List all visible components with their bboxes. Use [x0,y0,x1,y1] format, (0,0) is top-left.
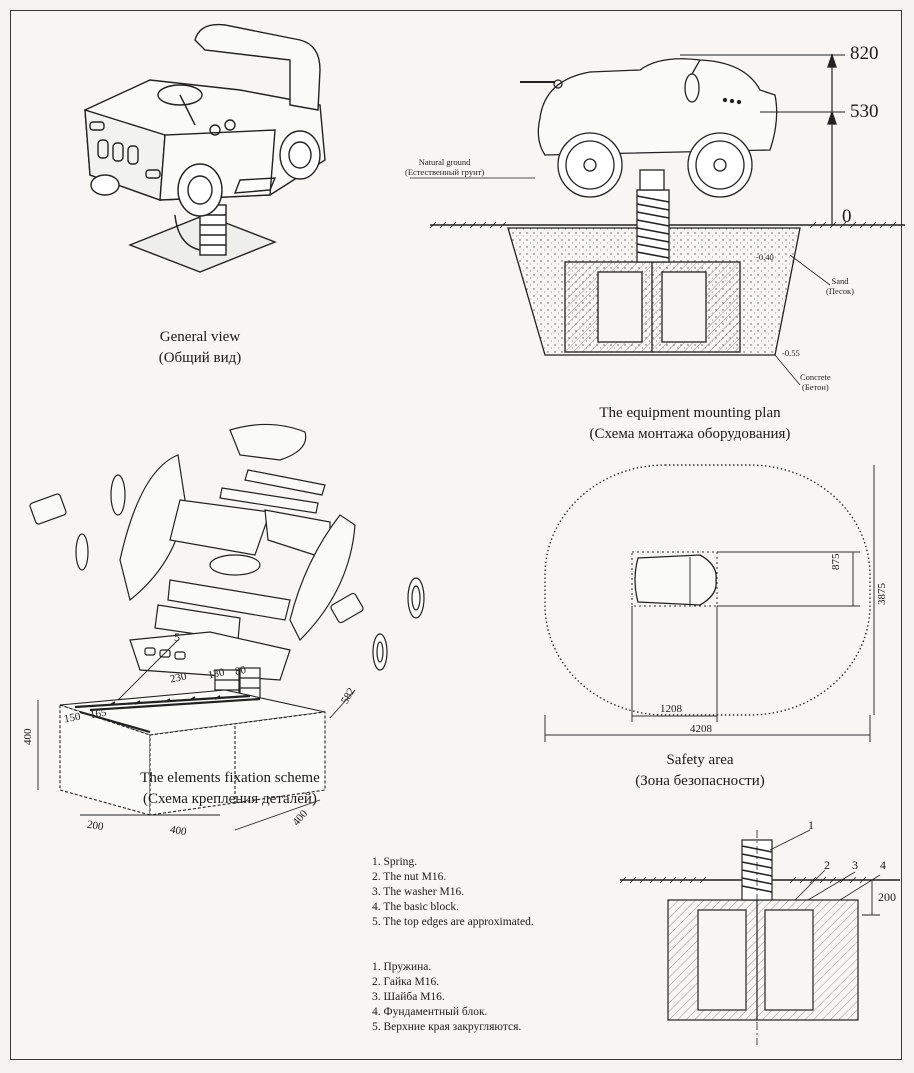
concrete-en: Concrete [800,372,831,382]
general-view-car [84,23,326,273]
natural-ground-ru: (Естественный грунт) [405,167,485,177]
safety-area-caption: Safety area (Зона безопасности) [600,750,800,792]
note-ru-4: 4. Фундаментный блок. [372,1006,488,1018]
safety-dim-875: 875 [830,553,842,571]
sand-ru: (Песок) [826,286,854,296]
natural-ground-en: Natural ground [418,157,471,167]
safety-dim-1208: 1208 [660,703,682,715]
general-view-caption: General view (Общий вид) [120,327,280,369]
safety-dim-3875: 3875 [876,583,888,605]
foundation-dim-200: 200 [86,818,105,834]
sand-label: Sand (Песок) [826,276,854,296]
foundation-block [37,639,356,831]
sand-en: Sand [831,276,849,286]
note-ru-1: 1. Пружина. [372,961,432,973]
notes-russian: 1. Пружина. 2. Гайка М16. 3. Шайба М16. … [372,960,521,1035]
safety-area-title-en: Safety area [666,752,734,768]
foundation-dim-400-side: 400 [22,728,34,746]
note-ru-3: 3. Шайба М16. [372,991,445,1003]
safety-dim-4208: 4208 [690,723,712,735]
note-en-3: 3. The washer M16. [372,886,465,898]
mounting-plan-title-ru: (Схема монтажа оборудования) [589,426,791,442]
height-0-label: 0 [842,206,852,227]
foundation-dim-400-front: 400 [169,823,188,839]
section-dim-200: 200 [878,890,896,904]
section-callout-1: 1 [808,818,814,832]
safety-area-drawing [544,464,875,742]
section-callout-2: 2 [824,858,830,872]
natural-ground-label: Natural ground (Естественный грунт) [405,157,484,177]
section-callout-4: 4 [880,858,886,872]
concrete-label: Concrete (Бетон) [800,372,831,392]
concrete-ru: (Бетон) [801,382,829,392]
height-820-label: 820 [850,43,879,64]
note-ru-5: 5. Верхние края закругляются. [372,1021,522,1033]
general-view-title-en: General view [159,329,241,345]
note-en-2: 2. The nut M16. [372,871,447,883]
mounting-plan-title-en: The equipment mounting plan [599,405,781,421]
mounting-plan-caption: The equipment mounting plan (Схема монта… [535,403,845,445]
height-530-label: 530 [850,101,879,122]
foundation-dim-80: 80 [233,663,248,679]
mounting-plan [410,52,905,386]
foundation-callout-5: 5 [174,630,180,644]
note-en-5: 5. The top edges are approximated. [372,916,534,928]
fixation-scheme-title-en: The elements fixation scheme [140,770,320,786]
notes-english: 1. Spring. 2. The nut M16. 3. The washer… [372,855,534,930]
safety-area-title-ru: (Зона безопасности) [635,773,765,789]
section-detail [619,829,900,1045]
section-callout-3: 3 [852,858,858,872]
fixation-scheme-parts [29,423,425,746]
note-en-4: 4. The basic block. [372,901,459,913]
fixation-scheme-caption: The elements fixation scheme (Схема креп… [85,768,375,810]
note-ru-2: 2. Гайка М16. [372,976,440,988]
general-view-title-ru: (Общий вид) [158,350,242,366]
fixation-scheme-title-ru: (Схема крепления деталей) [143,791,317,807]
depth-055-label: -0.55 [782,348,800,358]
depth-040-label: -0.40 [756,252,774,262]
note-en-1: 1. Spring. [372,856,418,868]
